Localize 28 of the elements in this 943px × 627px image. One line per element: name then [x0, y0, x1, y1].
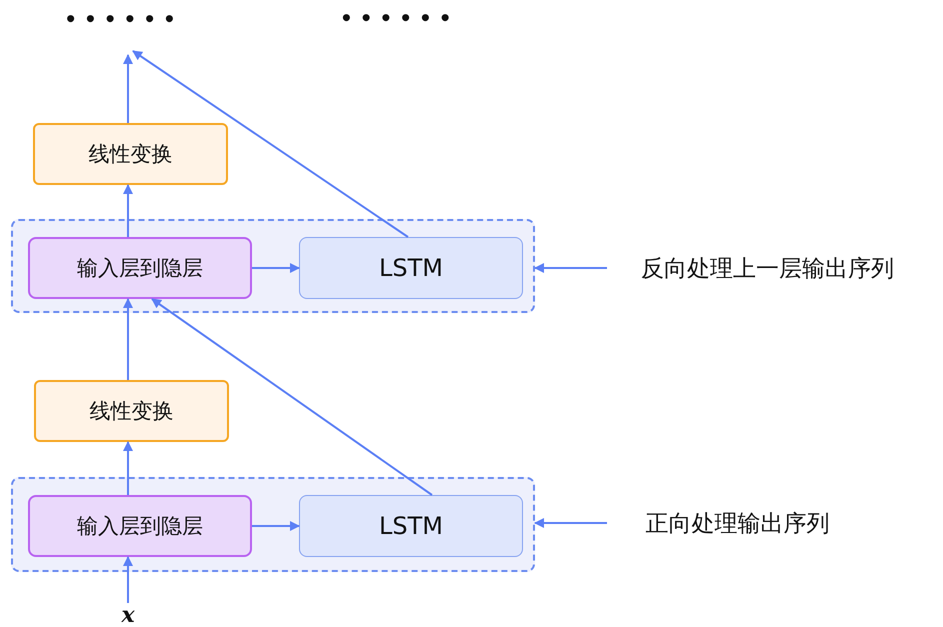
arrow: [123, 184, 133, 237]
process-box: [299, 495, 523, 557]
box-label: LSTM: [379, 254, 443, 282]
dashed-group-box: [11, 219, 535, 313]
arrow: [123, 54, 133, 123]
ellipsis-text: • • • • • •: [340, 6, 452, 30]
arrow: [123, 441, 133, 495]
process-box: [33, 123, 228, 185]
side-label: 反向处理上一层输出序列: [641, 254, 894, 284]
arrow: [252, 521, 300, 531]
arrow: [534, 518, 607, 528]
variable-label: x: [121, 602, 135, 627]
process-box: [299, 237, 523, 299]
box-label: LSTM: [379, 512, 443, 540]
arrow: [534, 263, 607, 273]
process-box: [28, 237, 252, 299]
arrow: [252, 263, 300, 273]
process-box: [34, 380, 229, 442]
box-label: 线性变换: [90, 398, 174, 425]
box-label: 线性变换: [88, 141, 172, 168]
dashed-group-box: [11, 477, 535, 572]
process-box: [28, 495, 252, 557]
box-label: 输入层到隐层: [77, 255, 203, 282]
side-label: 正向处理输出序列: [646, 510, 830, 538]
arrow: [123, 556, 133, 603]
arrow: [123, 298, 133, 380]
box-label: 输入层到隐层: [77, 513, 203, 540]
ellipsis-text: • • • • • •: [64, 7, 176, 31]
